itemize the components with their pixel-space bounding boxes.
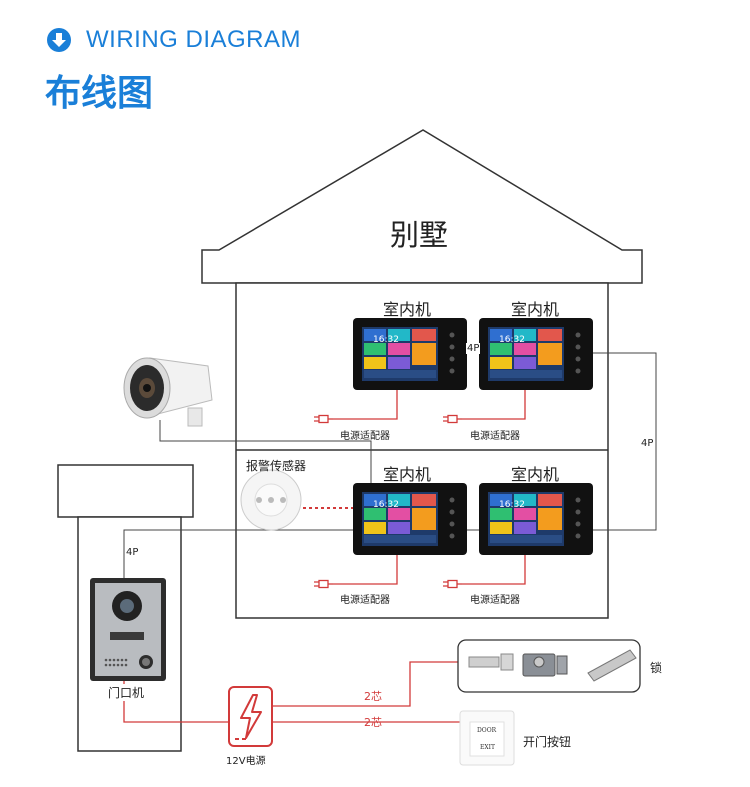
indoor-monitor-1 [353, 318, 467, 390]
alarm-sensor-label: 报警传感器 [246, 459, 307, 473]
exit-button-label: 开门按钮 [523, 735, 572, 749]
door-station-icon [90, 578, 166, 681]
gray-wiring [123, 352, 657, 580]
wire-4p-between-label: 4P [466, 343, 481, 354]
adapter-label: 电源适配器 [470, 431, 520, 442]
subtitle-en: WIRING DIAGRAM [86, 26, 301, 53]
lock-panel [457, 639, 641, 693]
door-station-label: 门口机 [108, 684, 145, 701]
indoor-unit-label-2: 室内机 [511, 300, 560, 319]
power-supply-icon [228, 686, 273, 747]
red-wiring [123, 390, 526, 723]
exit-button-icon [459, 710, 515, 766]
wire-4p-right-label: 4P [640, 438, 655, 449]
adapter-label: 电源适配器 [470, 595, 520, 606]
lock-label: 锁 [650, 661, 663, 675]
indoor-monitor-2 [479, 318, 593, 390]
adapter-label: 电源适配器 [340, 595, 390, 606]
wire-4p-door-label: 4P [126, 547, 139, 558]
adapter-label: 电源适配器 [340, 431, 390, 442]
house-label: 别墅 [390, 218, 449, 252]
indoor-unit-label-3: 室内机 [383, 465, 432, 484]
screen-time: 16:32 [373, 335, 399, 345]
screen-time: 16:32 [499, 500, 525, 510]
screen-time: 16:32 [499, 335, 525, 345]
exit-button-text-bottom: EXIT [480, 744, 496, 751]
wire-2core-button-label: 2芯 [364, 716, 382, 729]
exit-button-text-top: DOOR [477, 727, 497, 734]
power-supply-label: 12V电源 [226, 756, 266, 767]
alarm-sensor-icon [240, 469, 302, 531]
page-title: 布线图 [45, 73, 154, 114]
indoor-monitor-4 [479, 483, 593, 555]
indoor-monitor-3 [353, 483, 467, 555]
indoor-unit-label-4: 室内机 [511, 465, 560, 484]
wire-2core-lock-label: 2芯 [364, 690, 382, 703]
camera-icon [123, 357, 213, 427]
down-arrow-icon [47, 28, 71, 52]
screen-time: 16:32 [373, 500, 399, 510]
indoor-unit-label-1: 室内机 [383, 300, 432, 319]
